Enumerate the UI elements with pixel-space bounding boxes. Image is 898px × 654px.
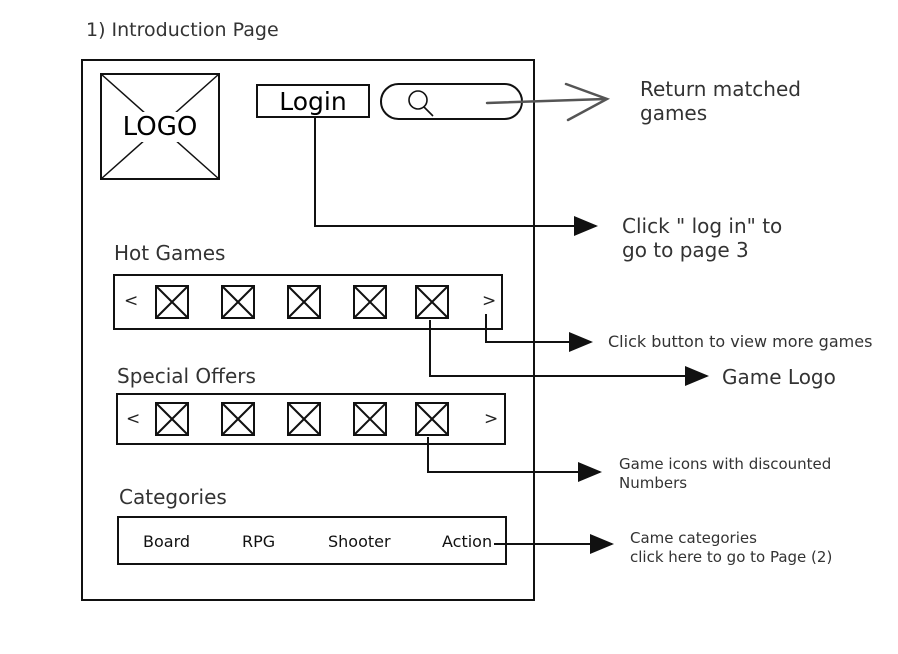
hot-game-icon[interactable] [415, 285, 449, 319]
offer-game-icon[interactable] [221, 402, 255, 436]
search-icon [408, 90, 434, 117]
annotation-discount-line2: Numbers [619, 474, 688, 492]
offer-game-icon[interactable] [287, 402, 321, 436]
annotation-login: Click " log in" to go to page 3 [622, 214, 782, 262]
annotation-more-games: Click button to view more games [608, 332, 873, 351]
annotation-game-logo: Game Logo [722, 365, 836, 389]
wireframe-frame [81, 59, 535, 601]
more-games-arrow [485, 314, 593, 352]
annotation-search: Return matched games [640, 77, 801, 125]
categories-heading: Categories [119, 485, 227, 509]
annotation-categories-line2: click here to go to Page (2) [630, 548, 833, 566]
special-offers-prev-button[interactable]: < [126, 409, 141, 429]
offer-game-icon[interactable] [415, 402, 449, 436]
login-button[interactable]: Login [256, 84, 370, 118]
login-arrow [314, 118, 598, 236]
annotation-login-line2: go to page 3 [622, 238, 749, 262]
categories-bar [117, 516, 507, 565]
hot-games-heading: Hot Games [114, 241, 226, 265]
offer-game-icon[interactable] [155, 402, 189, 436]
annotation-search-line2: games [640, 101, 708, 125]
annotation-discount-line1: Game icons with discounted [619, 455, 832, 473]
game-logo-arrow [429, 320, 709, 386]
logo-text: LOGO [120, 111, 200, 142]
hot-game-icon[interactable] [287, 285, 321, 319]
offer-game-icon[interactable] [353, 402, 387, 436]
category-board[interactable]: Board [143, 532, 191, 551]
logo: LOGO [100, 73, 220, 180]
annotation-search-line1: Return matched [640, 77, 801, 101]
category-shooter[interactable]: Shooter [328, 532, 391, 551]
category-rpg[interactable]: RPG [242, 532, 276, 551]
annotation-categories: Came categories click here to go to Page… [630, 529, 832, 567]
hot-game-icon[interactable] [353, 285, 387, 319]
category-action[interactable]: Action [442, 532, 493, 551]
annotation-login-line1: Click " log in" to [622, 214, 783, 238]
discount-arrow [427, 437, 602, 482]
hot-games-next-button[interactable]: > [482, 291, 497, 311]
search-arrow [485, 82, 611, 122]
hot-game-icon[interactable] [221, 285, 255, 319]
special-offers-next-button[interactable]: > [484, 409, 499, 429]
page-title: 1) Introduction Page [86, 19, 279, 41]
annotation-discount: Game icons with discounted Numbers [619, 455, 831, 493]
hot-games-prev-button[interactable]: < [124, 291, 139, 311]
annotation-categories-line1: Came categories [630, 529, 757, 547]
special-offers-heading: Special Offers [117, 364, 256, 388]
hot-game-icon[interactable] [155, 285, 189, 319]
